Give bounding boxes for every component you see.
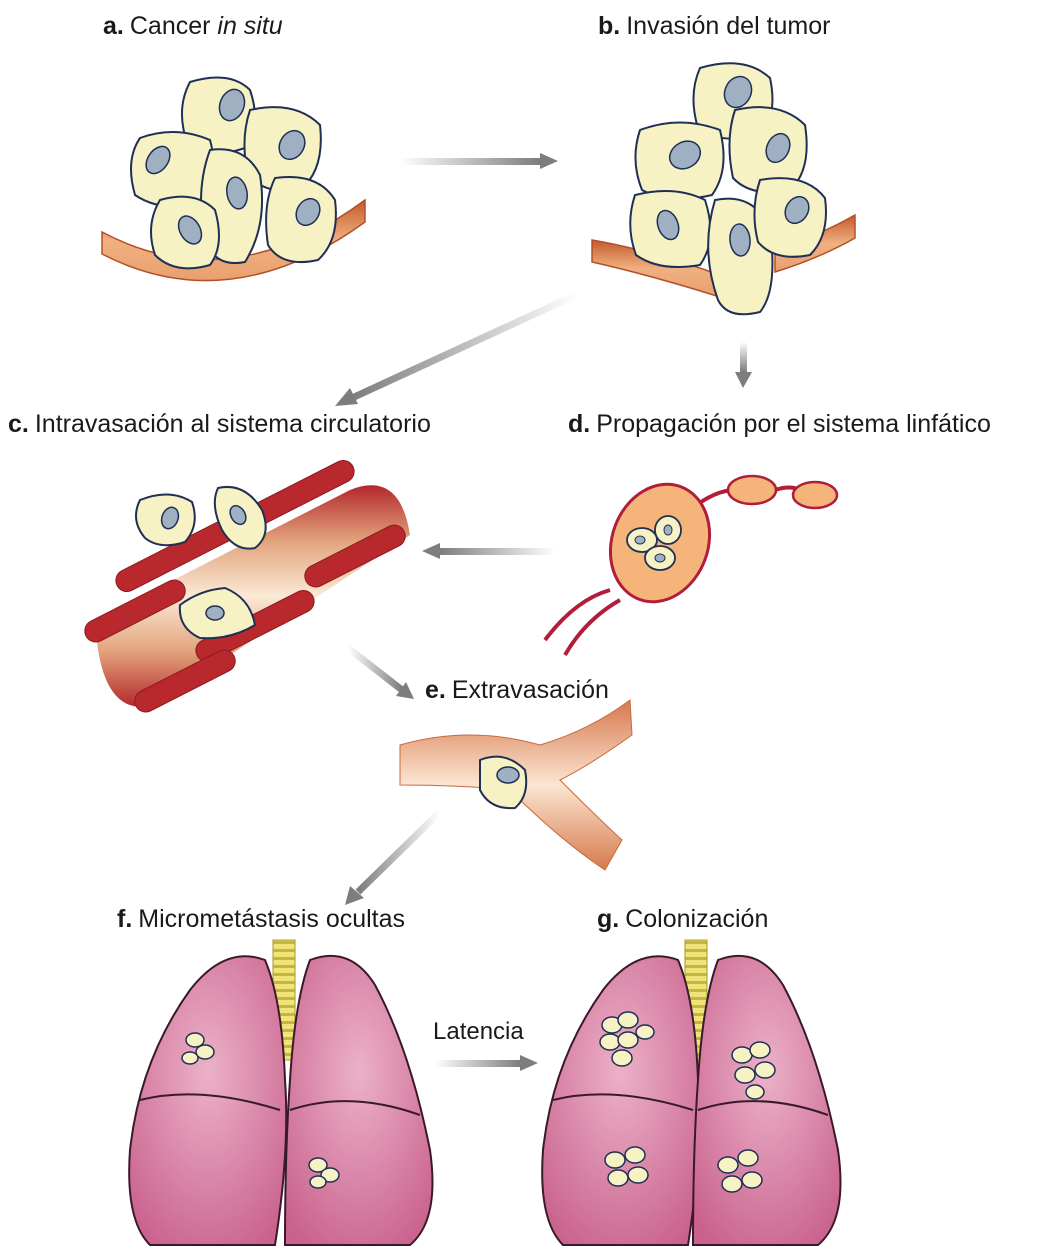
label-stage-c: c.Intravasación al sistema circulatorio	[8, 410, 431, 439]
arrow-d-to-c	[422, 543, 555, 559]
arrow-latency	[435, 1055, 538, 1071]
arrow-a-to-b	[400, 153, 558, 169]
lymphatic-system	[545, 470, 837, 655]
blood-vessel	[81, 457, 410, 716]
arrow-b-to-c	[335, 294, 578, 406]
label-stage-g: g.Colonización	[597, 905, 768, 934]
label-a-text: Cancer	[130, 12, 211, 40]
label-e-text: Extravasación	[452, 676, 609, 704]
in-situ-tumor	[102, 78, 365, 281]
label-stage-e: e.Extravasación	[425, 676, 609, 705]
invading-tumor	[592, 63, 855, 314]
label-g-letter: g.	[597, 905, 619, 933]
label-c-text: Intravasación al sistema circulatorio	[35, 410, 431, 438]
label-stage-a: a.Cancer in situ	[103, 12, 283, 41]
label-stage-f: f.Micrometástasis ocultas	[117, 905, 405, 934]
label-stage-b: b.Invasión del tumor	[598, 12, 831, 41]
label-e-letter: e.	[425, 676, 446, 704]
label-a-italic: in situ	[217, 12, 282, 40]
label-b-text: Invasión del tumor	[626, 12, 830, 40]
label-b-letter: b.	[598, 12, 620, 40]
label-d-text: Propagación por el sistema linfático	[596, 410, 991, 438]
lungs-micrometastasis	[129, 940, 432, 1245]
label-c-letter: c.	[8, 410, 29, 438]
label-f-letter: f.	[117, 905, 132, 933]
arrow-e-to-f	[345, 812, 440, 905]
lungs-colonization	[542, 940, 840, 1245]
arrow-c-to-e	[348, 648, 414, 699]
extravasation-vessel	[400, 700, 632, 870]
label-d-letter: d.	[568, 410, 590, 438]
label-f-text: Micrometástasis ocultas	[138, 905, 405, 933]
arrow-b-to-d	[735, 342, 752, 388]
label-stage-d: d.Propagación por el sistema linfático	[568, 410, 991, 439]
latency-label: Latencia	[433, 1018, 524, 1046]
label-a-letter: a.	[103, 12, 124, 40]
label-g-text: Colonización	[625, 905, 768, 933]
